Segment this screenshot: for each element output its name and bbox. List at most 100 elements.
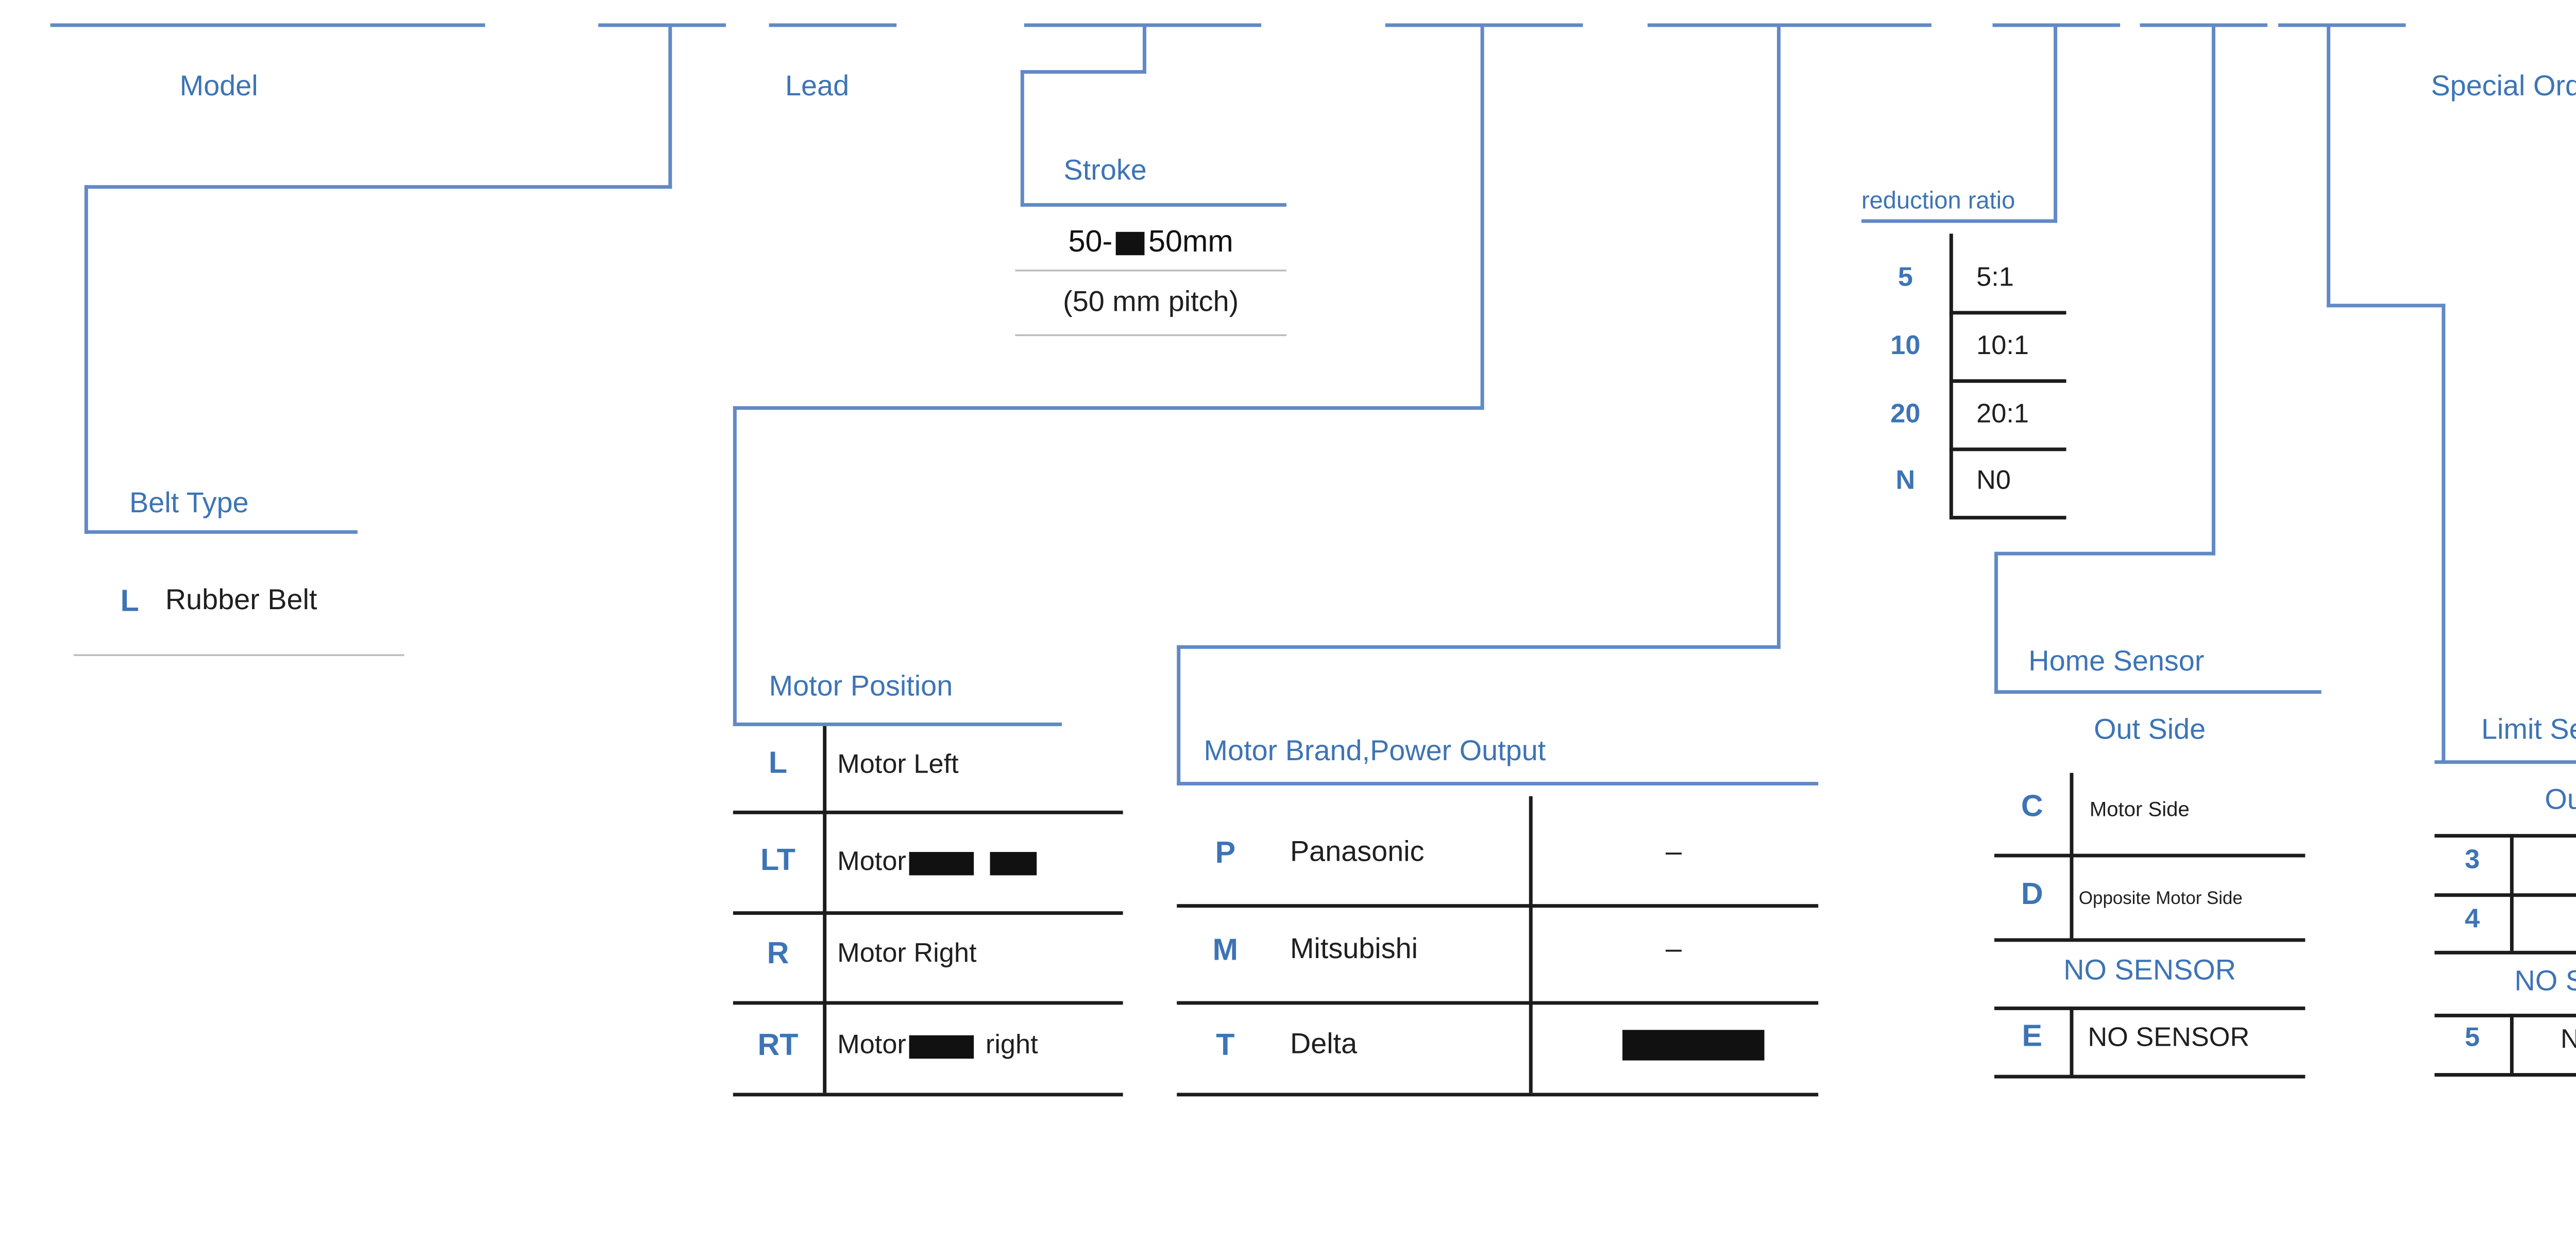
table-row-value: 5:1 [1976,262,2014,293]
table-line [1177,904,1819,907]
redacted-text [909,1034,975,1058]
limit-sensor-sublabel: Out Side [2545,785,2576,816]
table-line [1949,447,2066,450]
redacted-text [990,851,1038,875]
section-underline [84,530,358,534]
table-line [733,911,1123,914]
connector-line [1994,551,1998,694]
model-label: Model [179,72,258,103]
table-row-code: N [1895,465,1916,496]
section-underline [2434,760,2576,764]
table-row-code: P [1215,835,1236,870]
table-line [2434,950,2576,954]
belt-type-label: Belt Type [129,489,249,520]
table-line [1994,938,2306,941]
table-line [1177,1093,1819,1096]
section-underline [1177,782,1819,785]
connector-line [2327,25,2331,308]
table-divider [2070,1006,2073,1075]
table-row-desc: 1pc [2510,847,2576,878]
table-line [733,810,1123,814]
redacted-text [1622,1030,1765,1061]
table-line [1994,853,2306,857]
table-row-code: 5 [1897,262,1913,293]
connector-line [1177,645,1781,649]
connector-line [733,406,737,726]
table-row-code: D [2021,877,2043,912]
reduction-ratio-label: reduction ratio [1861,187,2015,214]
table-row-desc: Motor Right [837,938,977,969]
table-row-code: E [2022,1019,2043,1053]
section-underline [1861,219,2058,223]
special-order-label: Special Order No. [2431,72,2576,103]
table-row-desc: Motor Left [837,749,959,780]
table-row-code: LT [760,843,796,877]
table-line [2434,1073,2576,1076]
connector-line [1994,551,2215,556]
table-row-code: RT [757,1028,799,1063]
table-row-desc: Motor right [837,1030,1038,1061]
code-slot-line [598,23,726,27]
table-divider [1949,233,1953,516]
table-line [1177,1001,1819,1004]
connector-line [84,185,88,534]
table-line [1949,311,2066,314]
table-line [733,1001,1123,1004]
table-line [2434,893,2576,896]
connector-line [2442,304,2446,764]
table-row-code: 4 [2465,904,2480,935]
table-row-value: 10:1 [1976,330,2029,361]
underline [1015,270,1286,272]
connector-line [1177,645,1181,785]
connector-line [1142,25,1146,74]
underline [73,654,404,656]
code-slot-line [2278,23,2406,27]
stroke-value-prefix: 50- [1068,224,1113,259]
connector-line [2211,25,2215,556]
table-row-desc: 2pc [2510,906,2576,937]
limit-sensor-label: Limit Sensor [2481,715,2576,746]
stroke-label: Stroke [1063,156,1147,187]
table-line [2434,834,2576,837]
stroke-value: 50- 50mm [1015,225,1286,260]
table-row-code: 3 [2465,845,2480,876]
stroke-pitch: (50 mm pitch) [1063,287,1239,319]
table-row-desc: NO SENSOR [2088,1023,2250,1053]
home-sensor-sublabel: Out Side [2094,715,2206,746]
table-row-code: R [767,936,789,971]
table-row-code: 10 [1890,330,1921,361]
home-no-sensor-heading: NO SENSOR [2063,956,2236,987]
table-divider [2510,1013,2513,1073]
code-slot-line [50,23,485,27]
belt-type-code: L [120,584,139,618]
table-row-desc: Motor [837,847,1041,878]
table-line [1949,379,2066,382]
connector-line [2054,25,2058,223]
code-slot-line [769,23,897,27]
table-row-desc: No SENSOR [2510,1025,2576,1056]
lead-label: Lead [785,72,850,103]
connector-line [2327,304,2446,308]
section-underline [1994,690,2321,694]
table-row-power: – [1665,934,1682,965]
limit-no-sensor-heading: NO SENSOR [2514,967,2576,998]
connector-line [1020,70,1024,207]
section-underline [733,722,1062,726]
stroke-value-suffix: 50mm [1148,224,1233,259]
table-line [1949,515,2066,519]
code-slot-line [1647,23,1931,27]
table-line [1994,1006,2306,1010]
table-row-brand: Panasonic [1290,838,1425,868]
table-line [2434,1013,2576,1017]
table-line [733,1093,1123,1096]
table-row-code: 20 [1890,399,1921,430]
connector-line [1480,25,1484,410]
table-row-power: – [1665,838,1682,868]
motor-brand-label: Motor Brand,Power Output [1204,736,1546,768]
table-row-desc: Opposite Motor Side [2078,890,2243,910]
table-row-code: T [1216,1028,1235,1063]
table-divider [823,726,826,1093]
table-row-code: C [2021,789,2043,824]
connector-line [84,185,672,189]
section-underline [1020,203,1286,207]
